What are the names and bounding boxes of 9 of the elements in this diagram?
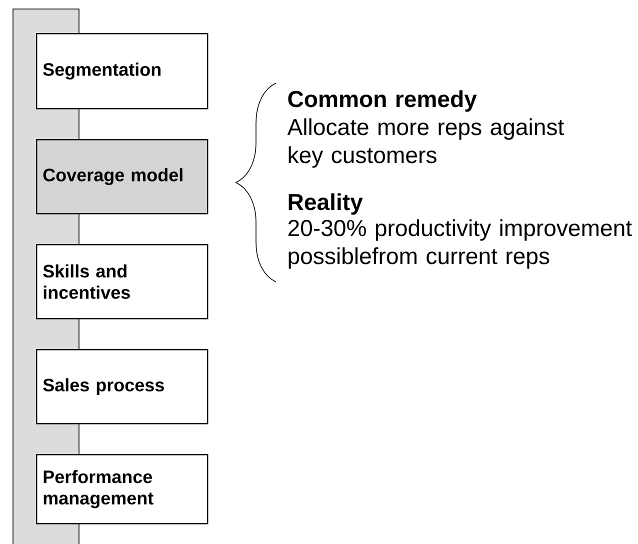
step-box: Sales process: [36, 349, 208, 424]
heading: Common remedy: [288, 90, 477, 112]
body-text: Allocate more reps against key customers: [287, 118, 564, 168]
step-box: Segmentation: [36, 33, 208, 110]
heading: Reality: [288, 193, 363, 215]
step-box: Skills and incentives: [36, 244, 208, 320]
body-text: 20-30% productivity improvement possiblefrom current reps: [288, 219, 632, 269]
step-box: Performance management: [36, 454, 208, 524]
step-box: Coverage model: [36, 139, 208, 214]
